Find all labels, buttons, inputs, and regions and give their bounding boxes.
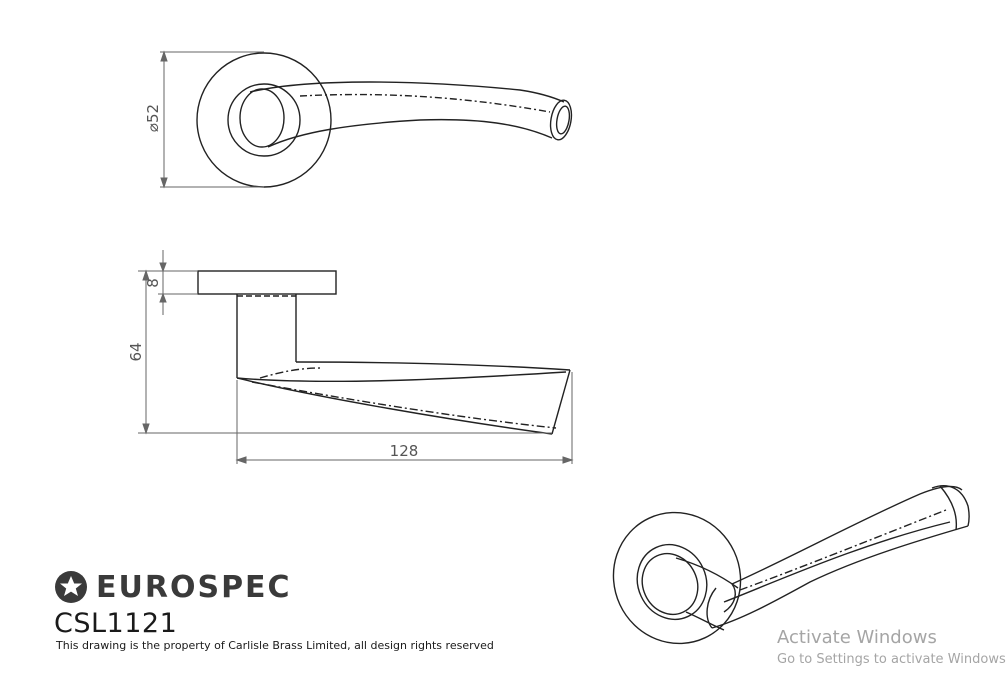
lever-side-end — [551, 369, 571, 435]
iso-rose-inner — [641, 552, 699, 616]
logo-spacer — [54, 571, 88, 605]
lever-side-hidden — [251, 367, 557, 429]
projection-label: 64 — [127, 342, 145, 361]
rose-outer-circle — [196, 52, 332, 188]
diameter-dimension — [160, 50, 264, 189]
lever-neck — [239, 88, 285, 148]
activation-watermark-subtitle: Go to Settings to activate Windows — [777, 652, 1006, 667]
disclaimer: This drawing is the property of Carlisle… — [56, 639, 494, 652]
diameter-label: ⌀52 — [144, 104, 162, 132]
lever-centre-line — [299, 93, 551, 113]
iso-lever-end — [931, 485, 970, 531]
rose-plate — [197, 270, 337, 295]
brand-name: EUROSPEC — [96, 570, 292, 605]
lever-body-top — [249, 81, 565, 103]
rose-thickness-label: 8 — [144, 278, 162, 288]
brand-block: EUROSPEC — [54, 568, 292, 608]
activation-watermark-title: Activate Windows — [777, 627, 937, 648]
lever-body-bottom — [267, 118, 553, 148]
product-code: CSL1121 — [54, 608, 178, 639]
lever-end-cap-inner — [555, 105, 571, 135]
iso-lever-neck-join — [706, 583, 736, 629]
lever-side-top — [295, 361, 571, 371]
iso-lever-hidden — [739, 509, 947, 591]
lever-side-crease — [236, 371, 567, 383]
length-label: 128 — [390, 442, 419, 460]
eurospec-star-icon — [55, 571, 87, 603]
top-view — [196, 52, 573, 188]
isometric-view — [612, 485, 970, 645]
iso-lever-upper — [731, 485, 963, 585]
iso-rose-outer — [612, 511, 742, 645]
side-view — [197, 270, 571, 435]
side-dimensions — [138, 250, 574, 464]
iso-lever-crease — [723, 521, 951, 603]
iso-rose-ring — [636, 543, 708, 621]
rose-inner-circle — [227, 83, 301, 157]
lever-end-cap — [549, 99, 573, 141]
iso-lever-lower — [711, 525, 969, 629]
